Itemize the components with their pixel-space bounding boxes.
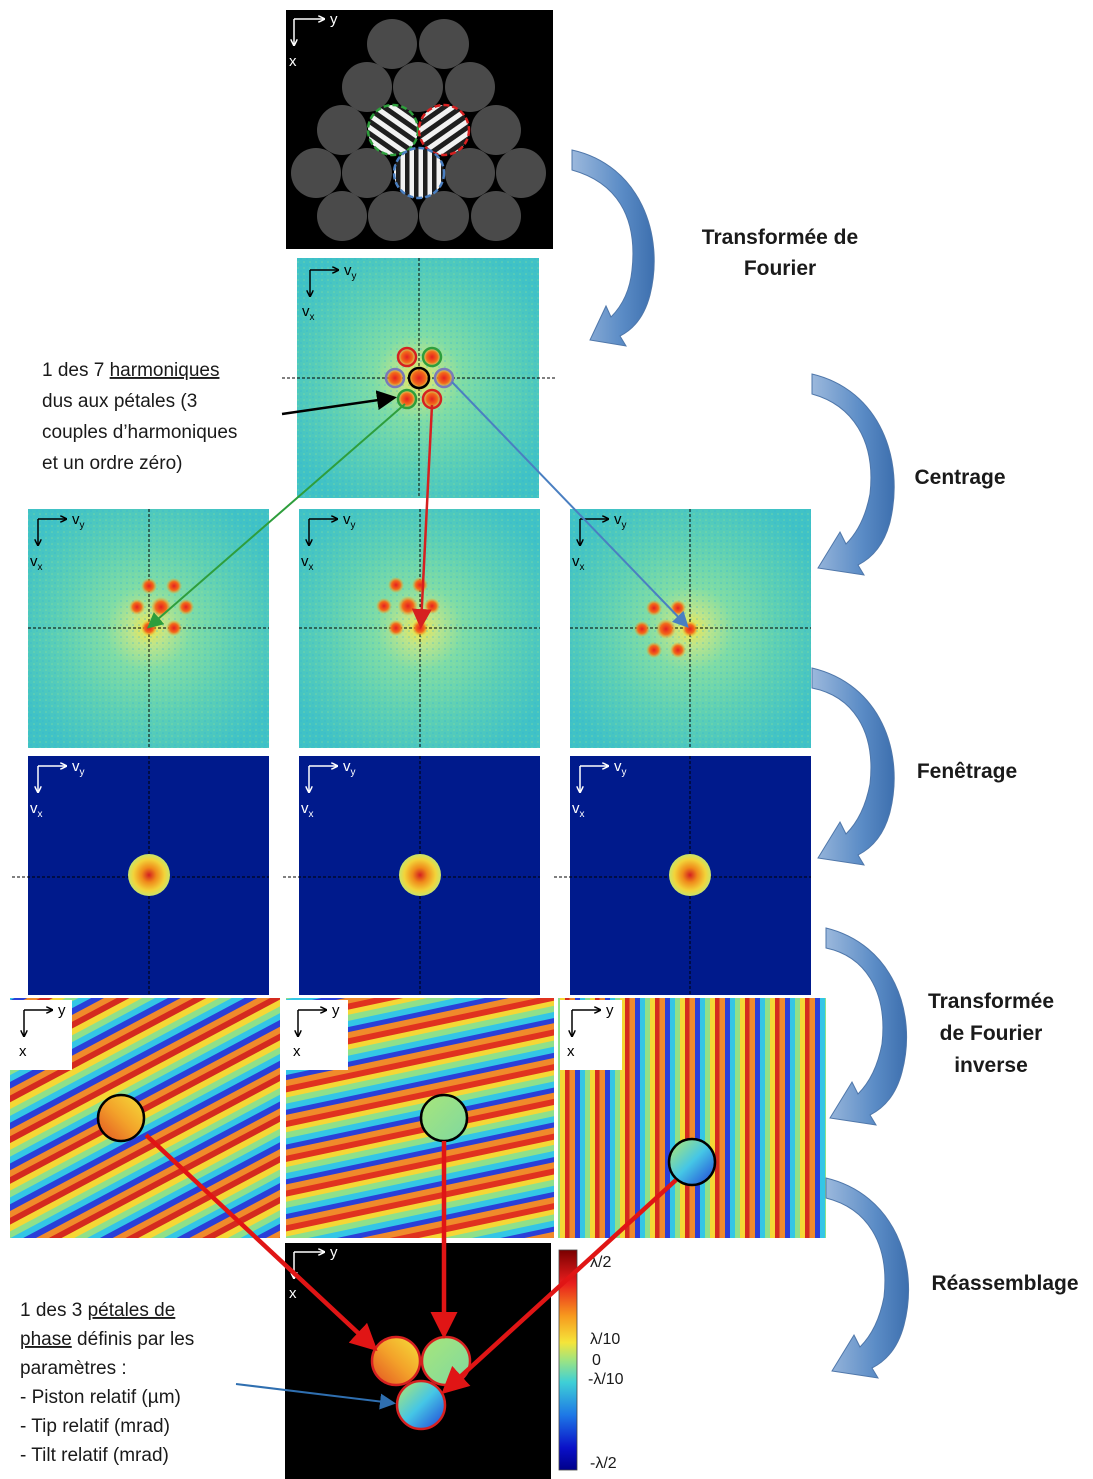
step-fenetrage: Fenêtrage [917,760,1017,783]
svg-text:y: y [58,1002,66,1019]
annotation-pointer [235,1383,396,1410]
spectrum-main: vy vx [282,258,555,498]
axis-y-label: y [330,11,338,28]
svg-text:vx: vx [301,800,314,820]
svg-text:vx: vx [30,553,43,573]
svg-text:vy: vy [72,758,85,778]
svg-text:vy: vy [343,511,356,531]
petal-red [417,103,471,157]
windowed-spectra: vy vx vy vx vy vx [12,756,811,995]
svg-text:-λ/10: -λ/10 [588,1371,624,1388]
svg-text:λ/2: λ/2 [590,1254,611,1271]
petal-green [366,103,420,157]
harmonic-arrows [146,381,689,629]
colorbar: λ/2 λ/10 0 -λ/10 -λ/2 [558,1249,624,1472]
svg-text:vy: vy [614,758,627,778]
step-centrage: Centrage [914,466,1005,489]
curved-arrow-icon [825,927,908,1126]
svg-text:x: x [567,1043,575,1060]
step-inverse-3: inverse [954,1054,1028,1077]
svg-text:- Piston relatif (µm): - Piston relatif (µm) [20,1387,181,1408]
petal-blue [392,146,446,200]
curved-arrow-icon [571,149,655,347]
svg-text:vx: vx [302,303,315,323]
svg-text:-λ/2: -λ/2 [590,1455,617,1472]
svg-text:phase définis par les: phase définis par les [20,1329,194,1350]
svg-text:vx: vx [572,553,585,573]
svg-text:x: x [293,1043,301,1060]
curved-arrow-icon [811,373,895,576]
svg-text:0: 0 [592,1352,601,1369]
svg-text:y: y [606,1002,614,1019]
centred-spectra: vy vx vy vx vy vx [28,509,811,748]
svg-text:vx: vx [301,553,314,573]
step-fourier-1: Transformée de [702,226,858,249]
phase-maps: y x y x y x [10,998,826,1238]
step-reassemblage: Réassemblage [931,1272,1078,1295]
svg-text:- Tilt relatif (mrad): - Tilt relatif (mrad) [20,1445,169,1466]
axis-x-label: x [289,53,297,70]
svg-text:y: y [332,1002,340,1019]
step-labels: Transformée de Fourier Centrage Fenêtrag… [702,226,1079,1295]
curved-arrow-icon [825,1177,910,1379]
svg-text:λ/10: λ/10 [590,1331,620,1348]
svg-text:- Tip relatif (mrad): - Tip relatif (mrad) [20,1416,170,1437]
svg-text:paramètres :: paramètres : [20,1358,127,1379]
curved-arrow-icon [811,667,895,866]
svg-text:y: y [330,1244,338,1261]
pupil-image: y x [286,10,553,249]
svg-text:1 des 7 harmoniques: 1 des 7 harmoniques [42,360,219,381]
svg-text:couples d’harmoniques: couples d’harmoniques [42,422,237,443]
axes-xy-icon [294,19,324,45]
reassembly-arrows [144,1133,678,1395]
step-arrows [571,149,910,1379]
annotation-harmonics: 1 des 7 harmoniques dus aux pétales (3 c… [42,360,237,474]
svg-text:vy: vy [72,511,85,531]
step-inverse-1: Transformée [928,990,1054,1013]
svg-text:vx: vx [30,800,43,820]
step-inverse-2: de Fourier [940,1022,1043,1045]
svg-text:vy: vy [344,262,357,282]
svg-text:vy: vy [614,511,627,531]
svg-text:dus aux pétales (3: dus aux pétales (3 [42,391,197,412]
svg-text:vy: vy [343,758,356,778]
svg-text:et un ordre zéro): et un ordre zéro) [42,453,182,474]
svg-text:vx: vx [572,800,585,820]
svg-text:1 des 3 pétales de: 1 des 3 pétales de [20,1300,175,1321]
svg-text:x: x [289,1285,297,1302]
annotation-petals: 1 des 3 pétales de phase définis par les… [20,1300,194,1466]
step-fourier-2: Fourier [744,257,816,280]
reassembled-phase: y x [285,1243,551,1479]
svg-text:x: x [19,1043,27,1060]
